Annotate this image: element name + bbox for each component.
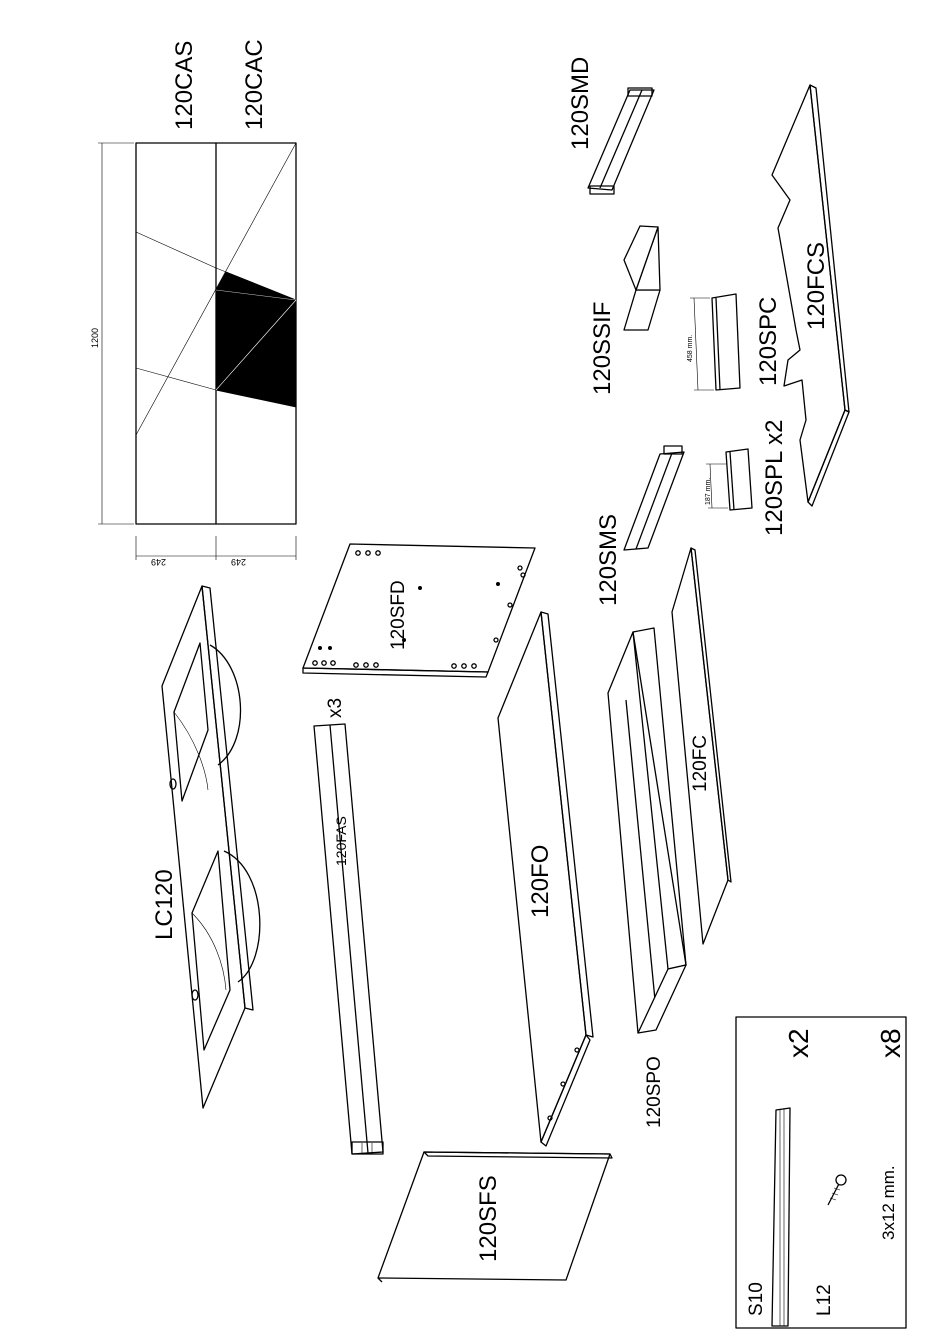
shaded-panel-region xyxy=(216,272,296,407)
part-120spo-drawer: 120SPO xyxy=(608,628,686,1128)
label-120sfs: 120SFS xyxy=(475,1175,502,1262)
label-s10: S10 xyxy=(746,1282,767,1316)
profile-s10-item xyxy=(772,1108,790,1326)
spl-dim-text: 187 mm. xyxy=(705,478,712,505)
length-dim-text: 1200 xyxy=(90,328,100,348)
qty-x2: x2 xyxy=(783,1028,814,1058)
label-120fo: 120FO xyxy=(527,845,554,918)
screw-icon xyxy=(828,1175,846,1205)
part-120smd-profile: 120SMD xyxy=(567,57,654,194)
part-120fc-panel: 120FC xyxy=(672,548,731,944)
label-lc120: LC120 xyxy=(151,869,178,940)
screw-size-text: 3x12 mm. xyxy=(879,1165,898,1240)
part-120sms-profile: 120SMS xyxy=(595,446,684,606)
label-120cas: 120CAS xyxy=(171,41,198,130)
label-120fas-qty: x3 xyxy=(325,698,346,718)
part-120sfd-side-panel: 120SFD xyxy=(303,544,535,677)
label-120sfd: 120SFD xyxy=(388,580,409,650)
label-120fas: 120FAS xyxy=(333,816,349,866)
width-dimensions: 249 249 xyxy=(136,536,296,567)
width-b-dim-text: 249 xyxy=(231,557,246,567)
label-120spo: 120SPO xyxy=(644,1056,665,1128)
label-120fcs: 120FCS xyxy=(803,242,830,330)
part-120fas-rail: x3 120FAS xyxy=(314,698,383,1154)
spc-dim-text: 458 mm. xyxy=(687,335,694,362)
label-120spl: 120SPL x2 xyxy=(761,419,788,536)
part-lc120-basin: LC120 xyxy=(151,586,260,1108)
label-120sms: 120SMS xyxy=(595,514,622,606)
qty-x8: x8 xyxy=(875,1028,906,1058)
part-120sfs-plank: 120SFS xyxy=(378,1152,612,1282)
part-120fo-panel: 120FO xyxy=(498,612,593,1146)
label-120fc: 120FC xyxy=(690,735,711,792)
cabinet-top-view xyxy=(136,143,296,524)
label-120cac: 120CAC xyxy=(241,39,268,130)
length-dimension: 1200 xyxy=(90,143,134,524)
label-l12: L12 xyxy=(814,1284,835,1316)
part-120ssif-bracket: 120SSIF xyxy=(589,226,660,395)
label-120spc: 120SPC xyxy=(755,297,782,386)
part-120spc: 458 mm. 120SPC xyxy=(687,294,782,390)
label-120smd: 120SMD xyxy=(567,57,594,150)
width-a-dim-text: 249 xyxy=(151,557,166,567)
part-120spl: 187 mm. 120SPL x2 xyxy=(705,419,788,536)
label-120ssif: 120SSIF xyxy=(589,302,616,395)
hardware-box: S10 L12 x2 x8 3x12 mm. xyxy=(736,1017,906,1328)
